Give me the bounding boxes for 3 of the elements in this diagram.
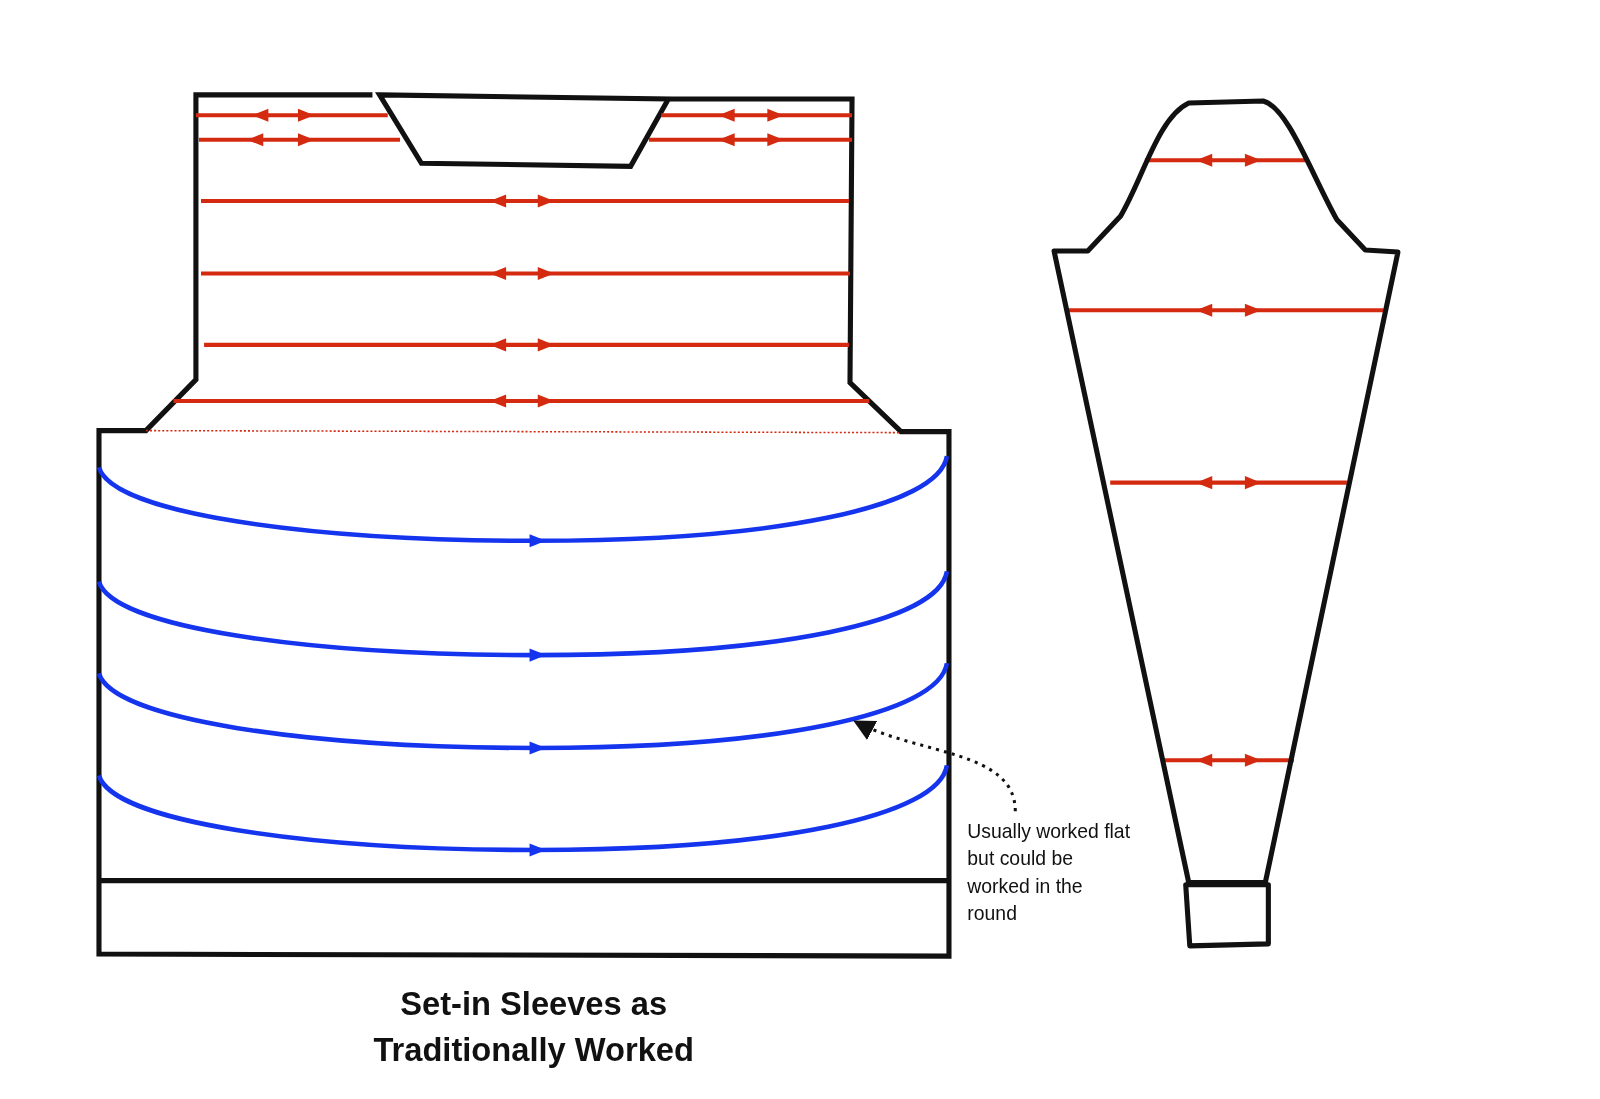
leader-line [853, 719, 1017, 812]
annotation-text: Usually worked flat but could be worked in the round [967, 817, 1133, 928]
diagram-title: Set-in Sleeves as Traditionally Worked [372, 984, 695, 1071]
